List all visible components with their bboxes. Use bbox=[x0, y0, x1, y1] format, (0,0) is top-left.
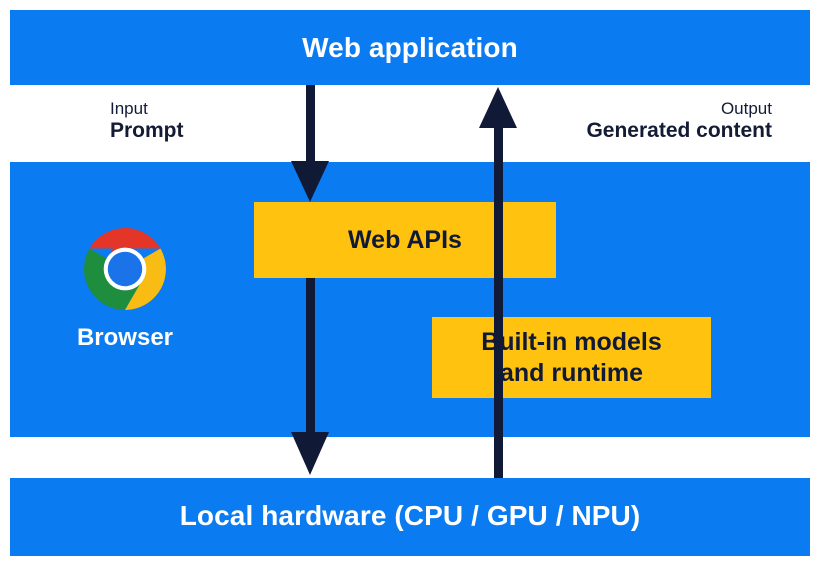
input-value-text: Prompt bbox=[110, 119, 184, 143]
component-built-in-models-line1: Built-in models bbox=[481, 328, 662, 356]
arrow-down-head bbox=[291, 161, 329, 202]
browser-identity: Browser bbox=[48, 228, 202, 352]
component-web-apis-label: Web APIs bbox=[348, 225, 462, 254]
component-built-in-models-line2: and runtime bbox=[499, 358, 644, 387]
output-value-text: Generated content bbox=[586, 119, 772, 143]
browser-label: Browser bbox=[76, 324, 174, 351]
layer-web-application: Web application bbox=[10, 10, 810, 85]
layer-local-hardware-label: Local hardware (CPU / GPU / NPU) bbox=[179, 500, 641, 531]
layer-web-application-label: Web application bbox=[302, 32, 518, 63]
arrow-down-shaft bbox=[306, 278, 315, 433]
input-flow-label: Input Prompt bbox=[110, 99, 184, 144]
component-web-apis: Web APIs bbox=[254, 202, 556, 278]
arrow-down-shaft bbox=[306, 85, 315, 169]
component-built-in-models-label: Built-in models and runtime bbox=[481, 327, 662, 388]
component-built-in-models: Built-in models and runtime bbox=[432, 317, 711, 398]
chrome-logo-icon bbox=[84, 228, 166, 310]
output-flow-label: Output Generated content bbox=[586, 99, 772, 144]
layer-local-hardware: Local hardware (CPU / GPU / NPU) bbox=[10, 478, 810, 556]
input-kind-text: Input bbox=[110, 99, 148, 118]
arrow-up-shaft bbox=[494, 126, 503, 478]
output-kind-text: Output bbox=[720, 99, 772, 118]
arrow-up-head bbox=[479, 87, 517, 128]
arrow-down-head bbox=[291, 432, 329, 475]
